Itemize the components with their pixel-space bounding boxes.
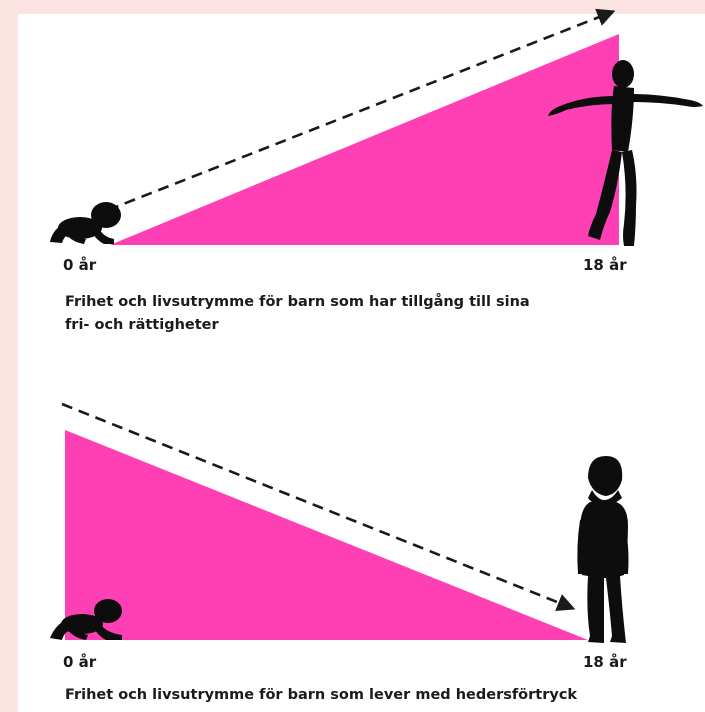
bottom-start-age-label: 0 år bbox=[63, 653, 96, 671]
top-freedom-wedge bbox=[110, 34, 619, 245]
top-baby-silhouette bbox=[50, 202, 121, 244]
top-caption-line-2: fri- och rättigheter bbox=[65, 314, 530, 337]
bottom-teen-silhouette bbox=[577, 456, 628, 643]
top-start-age-label: 0 år bbox=[63, 256, 96, 274]
bottom-freedom-wedge bbox=[65, 430, 588, 640]
top-end-age-label: 18 år bbox=[583, 256, 627, 274]
top-caption-line-1: Frihet och livsutrymme för barn som har … bbox=[65, 291, 530, 314]
bottom-caption: Frihet och livsutrymme för barn som leve… bbox=[65, 684, 577, 707]
bottom-end-age-label: 18 år bbox=[583, 653, 627, 671]
top-caption: Frihet och livsutrymme för barn som har … bbox=[65, 291, 530, 337]
